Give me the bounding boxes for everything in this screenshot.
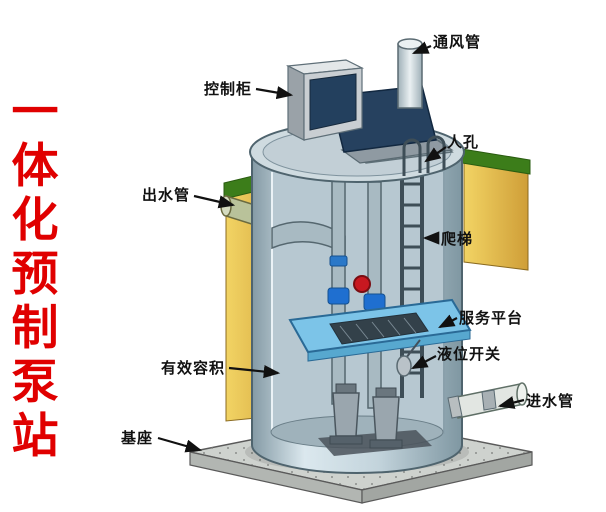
label-ladder: 爬梯	[441, 231, 474, 248]
label-level-switch: 液位开关	[437, 346, 502, 363]
manhole-handrails	[402, 135, 446, 176]
coupling-blue	[363, 293, 386, 311]
cabinet-screen	[309, 73, 357, 131]
leader-arrows	[157, 41, 525, 453]
control-cabinet	[285, 59, 365, 141]
platform-grate	[329, 312, 429, 345]
arrow-inlet-pipe	[497, 396, 525, 409]
ground-right	[461, 148, 531, 271]
level-switch	[396, 339, 421, 377]
label-control-cabinet: 控制柜	[204, 81, 253, 98]
label-effective-volume: 有效容积	[161, 360, 226, 377]
arrow-base	[157, 436, 203, 453]
tank-interior	[272, 172, 444, 434]
vent-pipe	[397, 38, 423, 109]
label-vent-pipe: 通风管	[433, 34, 482, 51]
arrow-effective-volume	[228, 364, 281, 379]
pipe-elbow	[271, 221, 346, 256]
arrow-outlet-pipe	[193, 194, 236, 209]
label-inlet-pipe: 进水管	[526, 393, 575, 410]
pumps	[318, 383, 432, 456]
coupling-blue	[327, 287, 350, 305]
pump-left	[329, 383, 363, 445]
inlet-pipe	[447, 382, 528, 419]
arrow-control-cabinet	[255, 86, 294, 100]
coupling-blue	[329, 255, 348, 267]
page-title-vertical: 一体化预制泵站	[11, 87, 59, 463]
service-platform	[288, 298, 472, 362]
inlet-flange	[447, 395, 463, 419]
inlet-coupling	[481, 389, 497, 411]
arrow-service-platform	[438, 314, 458, 329]
label-outlet-pipe: 出水管	[142, 187, 191, 204]
arrow-level-switch	[411, 355, 437, 370]
label-service-platform: 服务平台	[459, 310, 524, 327]
arrow-manhole	[424, 146, 447, 163]
valve-red	[353, 275, 371, 293]
label-base: 基座	[121, 430, 154, 447]
pump-right	[369, 387, 403, 449]
arrow-vent-pipe	[411, 41, 432, 55]
label-manhole: 人孔	[447, 134, 480, 151]
